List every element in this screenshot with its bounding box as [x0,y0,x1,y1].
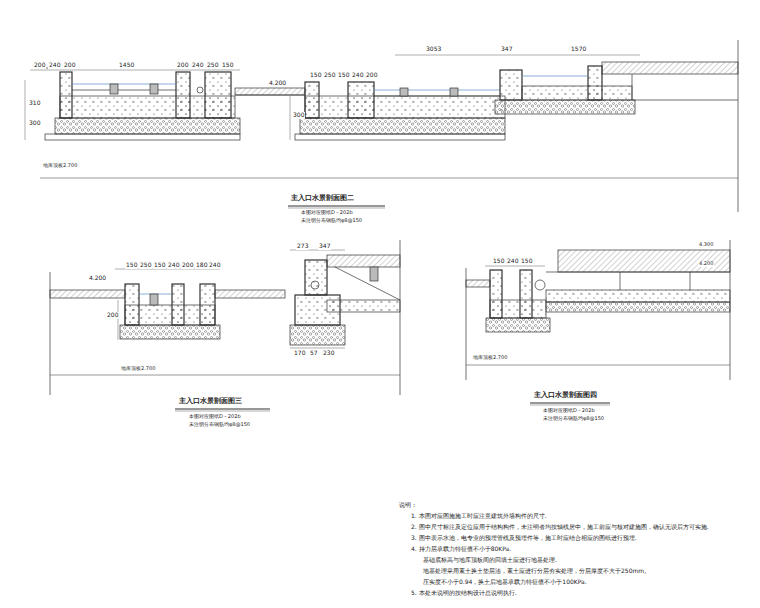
section-note: 未注明分布钢筋均φ8@150 [542,416,605,422]
dimension-label: 240 [351,72,364,79]
dimension-label: 347 [318,243,331,250]
elevation-label: 4.200 [88,275,107,282]
dimension-label: 150 [221,62,234,69]
dimension-label: 150 [125,262,138,269]
dimension-label: 1570 [570,46,587,53]
dimension-label: 230 [322,350,335,357]
dimension-label: 200 [106,312,119,319]
dimension-label: 300 [28,120,41,127]
dimension-label: 250 [139,262,152,269]
dimension-label: 200 [63,62,76,69]
section-title: 主入口水景剖面图二 [290,195,355,203]
dimension-label: 273 [296,243,309,250]
dimension-label: 150 [309,72,322,79]
note-line: 基础底标高与地库顶板间的回填土应进行地基处理. [422,557,558,564]
dimension-label: 240 [48,62,61,69]
section-note: 本图对应图纸D－202b [542,408,596,414]
dimension-label: 150 [520,258,533,265]
note-line: 3. 图中表示水池，电专业的预埋管线及预埋件等，施工时应结合相应的图纸进行预埋. [410,535,638,542]
dimension-label: 310 [28,100,41,107]
elevation-label: 4.200 [268,80,287,87]
dimension-label: 150 [337,72,350,79]
elevation-label: 4.300 [698,242,714,248]
dimension-label: 200 [365,72,378,79]
note-line: 压实度不小于0.94，换土后地基承载力特征值不小于100KPa. [422,579,588,586]
elevation-label: 地库顶板2.700 [120,366,156,372]
note-line: 说明： [398,502,418,509]
note-line: 4. 持力层承载力特征值不小于80KPa. [410,546,512,553]
dimension-label: 240 [506,258,519,265]
elevation-label: 地库顶板2.700 [42,163,78,169]
elevation-label: 4.200 [698,261,714,267]
dimension-label: 347 [500,46,513,53]
section-title: 主入口水景剖面图三 [178,398,243,406]
section-title: 主入口水景剖面图四 [533,392,598,400]
dimension-label: 150 [153,262,166,269]
section-note: 本图对应图纸D－202b [188,414,242,420]
dimension-label: 150 [492,258,505,265]
dimension-label: 200 [176,62,189,69]
elevation-label: 地库顶板2.700 [472,355,508,361]
note-line: 地基处理采用素土换土垫层法，素土应进行分层夯实处理，分层厚度不大于250mm, [422,568,647,575]
dimension-label: 300 [292,112,305,119]
dimension-label: 240 [167,262,180,269]
note-line: 5. 本处未说明的按结构设计总说明执行. [410,590,518,597]
dimension-label: 180 [195,262,208,269]
dimension-label: 240 [208,262,221,269]
section-note: 未注明分布钢筋均φ8@150 [188,422,251,428]
note-line: 2. 图中尺寸标注及定位应用于结构构件，未注明者均按轴线居中，施工前应与核对建施… [410,524,710,531]
dimension-label: 170 [293,350,306,357]
dimension-label: 250 [323,72,336,79]
dimension-label: 3053 [425,46,442,53]
dimension-label: 57 [309,350,319,357]
dimension-label: 240 [191,62,204,69]
dimension-label: 250 [206,62,219,69]
note-line: 1. 本图对应图施施工时应注意建筑外墙构件的尺寸. [410,513,548,520]
dimension-label: 1450 [118,62,135,69]
dimension-label: 200 [33,62,46,69]
dimension-label: 200 [181,262,194,269]
section-note: 本图对应图纸D－202b [300,210,354,216]
section-note: 未注明分布钢筋均φ8@150 [300,218,363,224]
